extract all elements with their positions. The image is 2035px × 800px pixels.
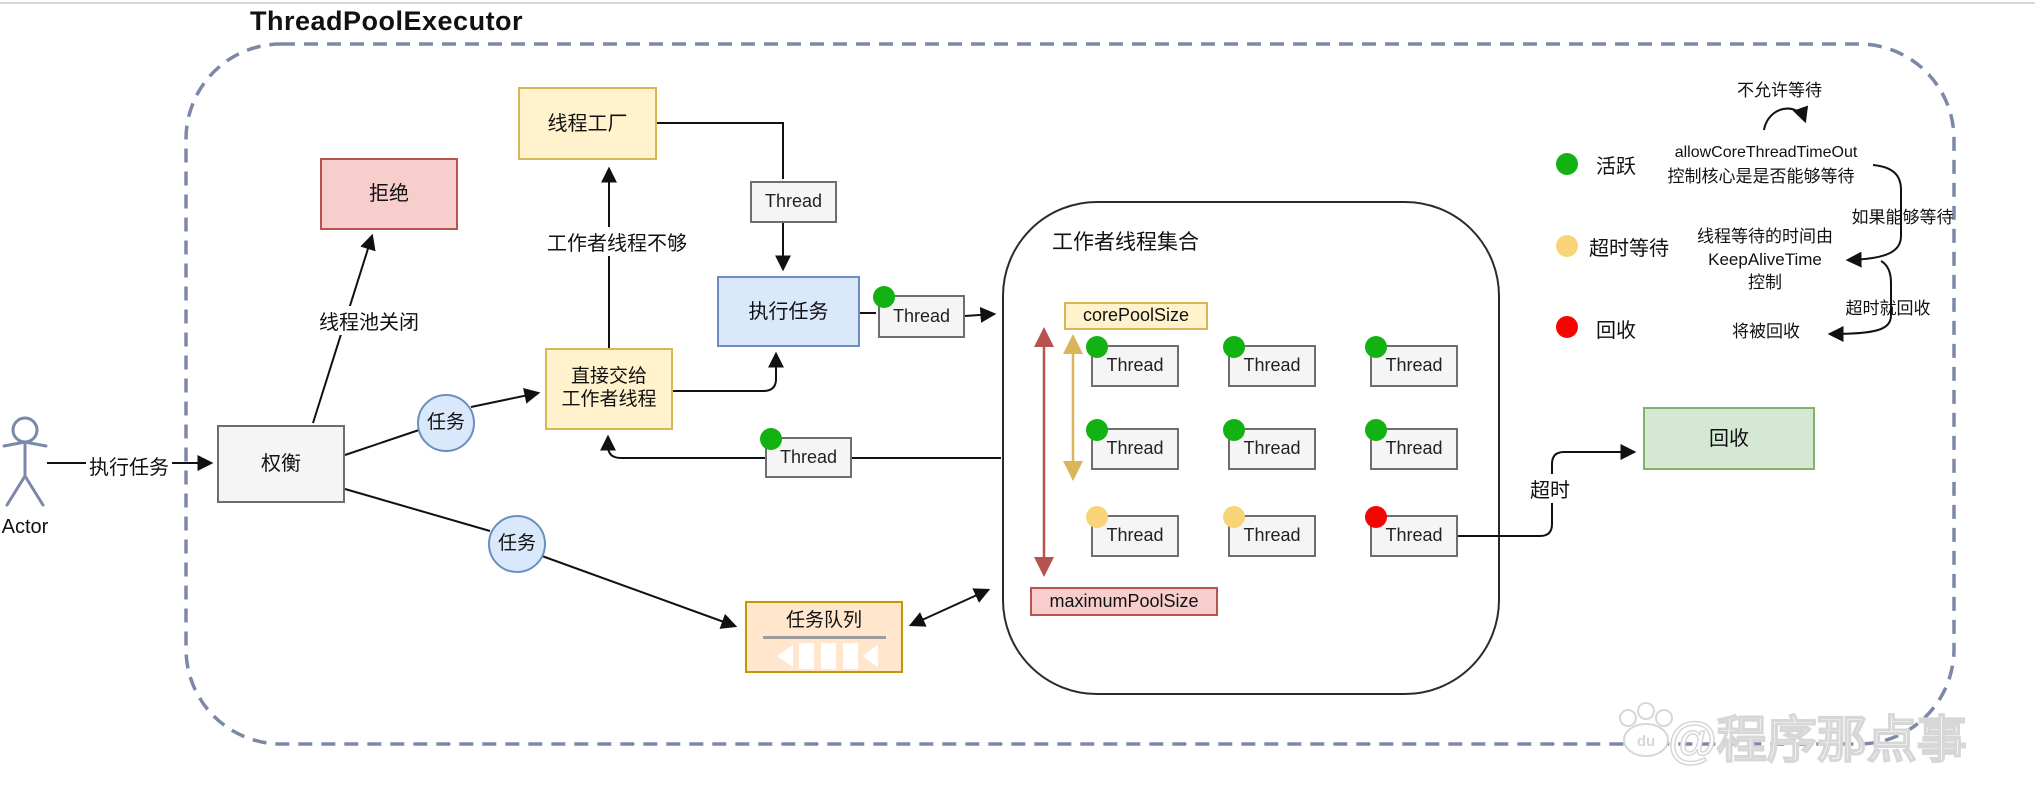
annotation-keepalive-line3: 控制 — [1748, 272, 1782, 292]
edge-label-timeout: 超时 — [1527, 474, 1573, 503]
legend-dot-waiting — [1556, 235, 1578, 257]
dashed-boundary — [184, 42, 1956, 746]
legend-dot-active — [1556, 153, 1578, 175]
status-dot-active — [1086, 419, 1108, 441]
status-dot-recycled — [1365, 506, 1387, 528]
annotation-no-wait: 不允许等待 — [1737, 81, 1822, 100]
edge-weigh-to-task2 — [344, 488, 491, 532]
core-pool-size-label: corePoolSize — [1064, 302, 1208, 330]
queue-item-icon — [799, 643, 814, 669]
edge-nowait-arc — [1763, 105, 1809, 131]
edge-label-execute-task: 执行任务 — [86, 451, 172, 480]
paw-text: du — [1637, 733, 1655, 750]
worker-pool-title: 工作者线程集合 — [1052, 231, 1199, 254]
handoff-line2: 工作者线程 — [561, 389, 657, 410]
queue-underline — [763, 636, 886, 639]
queue-arrow-icon — [862, 645, 878, 667]
status-dot-waiting — [1223, 506, 1245, 528]
annotation-allow-core-desc: 控制核心是是否能够等待 — [1667, 167, 1855, 186]
queue-item-icon — [821, 643, 836, 669]
paw-icon: du — [1619, 702, 1673, 757]
status-dot-active — [760, 428, 782, 450]
edge-ifwait-bracket — [1845, 164, 1902, 268]
edge-factory-to-thread — [657, 122, 784, 179]
edge-thread2-to-pool — [964, 306, 997, 323]
weigh-box: 权衡 — [217, 425, 345, 503]
actor-label: Actor — [1, 516, 49, 538]
status-dot-active — [1086, 336, 1108, 358]
edge-timeout-bracket — [1827, 260, 1892, 342]
legend-label-waiting: 超时等待 — [1589, 238, 1669, 260]
status-dot-active — [1365, 336, 1387, 358]
status-dot-active — [1223, 336, 1245, 358]
handoff-box: 直接交给 工作者线程 — [545, 348, 673, 430]
annotation-will-recycle: 将被回收 — [1732, 322, 1800, 341]
thread-factory-box: 线程工厂 — [518, 87, 657, 160]
reject-box: 拒绝 — [320, 158, 458, 230]
page-top-divider — [0, 2, 2035, 4]
status-dot-active — [1365, 419, 1387, 441]
execute-task-box: 执行任务 — [717, 276, 860, 347]
actor-icon — [2, 416, 48, 507]
diagram-title: ThreadPoolExecutor — [250, 6, 524, 36]
annotation-timeout-recycle: 超时就回收 — [1845, 299, 1931, 318]
legend-label-active: 活跃 — [1596, 156, 1636, 178]
edge-handoff-to-execute — [673, 351, 784, 392]
edge-task1-to-handoff — [470, 387, 541, 408]
annotation-keepalive: 线程等待的时间由 KeepAliveTime 控制 — [1680, 226, 1850, 295]
edge-queue-pool-double — [908, 588, 991, 627]
status-dot-waiting — [1086, 506, 1108, 528]
annotation-keepalive-line2: KeepAliveTime — [1708, 249, 1822, 269]
annotation-if-can-wait: 如果能够等待 — [1851, 208, 1954, 227]
queue-item-icon — [843, 643, 858, 669]
edge-task2-to-queue — [541, 555, 738, 629]
legend-dot-recycled — [1556, 316, 1578, 338]
edge-weigh-to-task1 — [344, 429, 420, 456]
watermark-text: @程序那点事 — [1667, 711, 1967, 769]
status-dot-active — [873, 286, 895, 308]
legend-label-recycled: 回收 — [1596, 320, 1636, 342]
edge-label-not-enough-workers: 工作者线程不够 — [544, 227, 690, 256]
pool-thread-box: Thread — [1091, 515, 1179, 557]
edge-label-pool-closed: 线程池关闭 — [316, 306, 422, 335]
annotation-keepalive-line1: 线程等待的时间由 — [1697, 227, 1833, 246]
handoff-line1: 直接交给 — [570, 366, 647, 388]
task-queue-label: 任务队列 — [785, 610, 862, 631]
recycle-box: 回收 — [1643, 407, 1815, 470]
task-circle-1: 任务 — [417, 394, 475, 452]
status-dot-active — [1223, 419, 1245, 441]
middle-thread-box: Thread — [765, 437, 852, 478]
task-circle-2: 任务 — [488, 515, 546, 573]
pool-thread-box: Thread — [1091, 345, 1179, 387]
maximum-pool-size-label: maximumPoolSize — [1030, 587, 1218, 616]
edge-midthread-to-handoff — [600, 434, 765, 459]
annotation-allow-core: allowCoreThreadTimeOut — [1674, 144, 1858, 161]
queue-arrow-icon — [777, 645, 793, 667]
pool-thread-box: Thread — [1091, 428, 1179, 470]
factory-thread-box: Thread — [750, 181, 837, 223]
execute-thread-box: Thread — [878, 295, 965, 338]
